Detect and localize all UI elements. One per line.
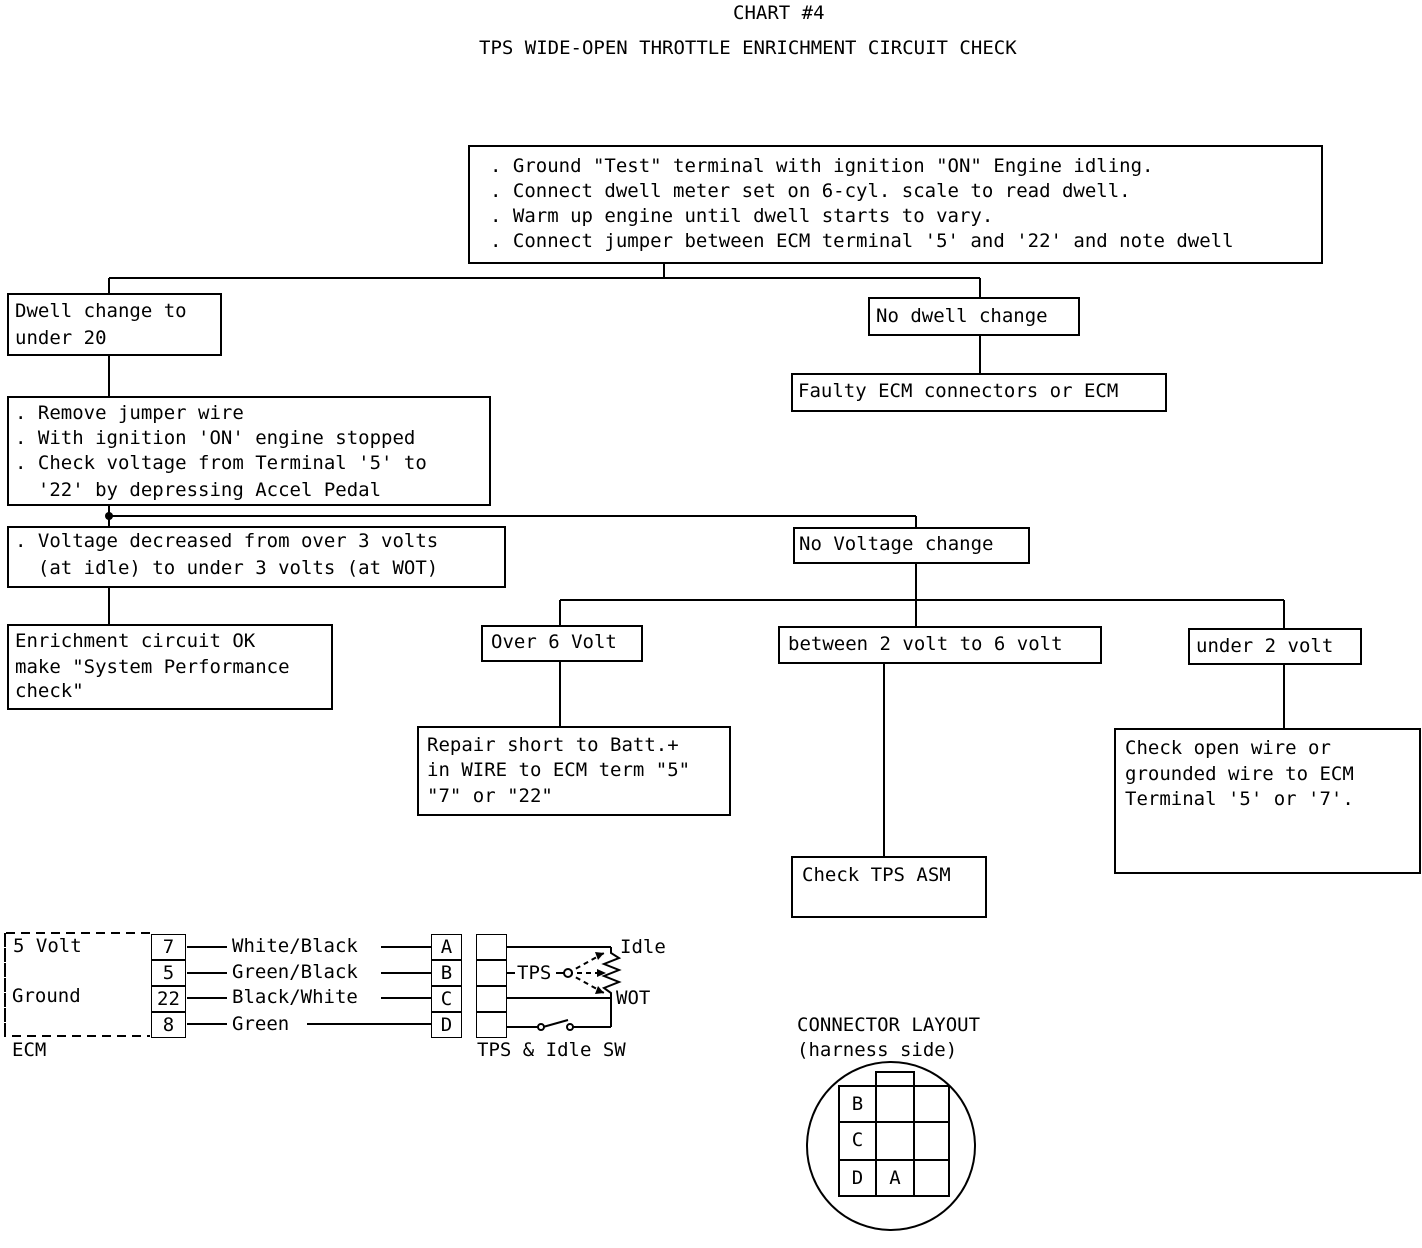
ecm-pin-8: 8 [151, 1012, 186, 1038]
connector-cell-r1c2 [875, 1085, 915, 1123]
repair-short-line-3: "7" or "22" [427, 785, 553, 807]
wot-label: WOT [616, 987, 651, 1009]
enrichment-ok-box: Enrichment circuit OK make "System Perfo… [7, 624, 333, 710]
connector-cell-r2c2 [875, 1121, 915, 1161]
no-dwell-change-text: No dwell change [876, 305, 1048, 327]
ecm-label: ECM [12, 1039, 47, 1061]
tps-idle-sw-label: TPS & Idle SW [477, 1039, 626, 1061]
wire-green: Green [232, 1013, 290, 1035]
no-voltage-change-box: No Voltage change [793, 527, 1030, 564]
ecm-pin-5: 5 [151, 960, 186, 986]
connector-layout-subtitle: (harness side) [797, 1039, 958, 1061]
five-volt-label: 5 Volt [13, 935, 82, 957]
ground-label: Ground [12, 985, 81, 1007]
remove-jumper-line-4: '22' by depressing Accel Pedal [15, 479, 382, 501]
enrichment-ok-line-1: Enrichment circuit OK [15, 630, 256, 652]
check-tps-box: Check TPS ASM [791, 856, 987, 918]
remove-jumper-line-1: . Remove jumper wire [15, 402, 244, 424]
tps-connector-slot-3 [476, 986, 507, 1012]
over-6-volt-text: Over 6 Volt [491, 631, 617, 653]
check-tps-text: Check TPS ASM [802, 864, 951, 886]
dwell-change-line-2: under 20 [15, 327, 107, 349]
dwell-change-line-1: Dwell change to [15, 300, 187, 322]
check-open-line-2: grounded wire to ECM [1125, 763, 1354, 785]
connector-cell-d: D [838, 1159, 877, 1197]
repair-short-line-2: in WIRE to ECM term "5" [427, 759, 691, 781]
between-2-6-volt-box: between 2 volt to 6 volt [778, 626, 1102, 664]
remove-jumper-line-3: . Check voltage from Terminal '5' to [15, 452, 427, 474]
voltage-decreased-line-1: . Voltage decreased from over 3 volts [15, 530, 439, 552]
wire-green-black: Green/Black [232, 961, 358, 983]
under-2-volt-box: under 2 volt [1188, 628, 1362, 665]
start-line-4: . Connect jumper between ECM terminal '5… [490, 230, 1234, 252]
tps-connector-slot-1 [476, 934, 507, 960]
terminal-c: C [431, 986, 462, 1012]
check-open-line-1: Check open wire or [1125, 737, 1331, 759]
chart-number: CHART #4 [733, 2, 825, 24]
check-open-line-3: Terminal '5' or '7'. [1125, 788, 1354, 810]
connector-cell-c: C [838, 1121, 877, 1161]
voltage-decreased-line-2: (at idle) to under 3 volts (at WOT) [15, 557, 439, 579]
faulty-ecm-box: Faulty ECM connectors or ECM [791, 373, 1167, 412]
terminal-d: D [431, 1012, 462, 1038]
connector-cell-r1c3 [913, 1085, 950, 1123]
enrichment-ok-line-3: check" [15, 680, 84, 702]
enrichment-ok-line-2: make "System Performance [15, 656, 290, 678]
faulty-ecm-text: Faulty ECM connectors or ECM [798, 380, 1119, 402]
start-line-1: . Ground "Test" terminal with ignition "… [490, 155, 1154, 177]
dwell-change-box: Dwell change to under 20 [7, 293, 222, 356]
start-line-2: . Connect dwell meter set on 6-cyl. scal… [490, 180, 1131, 202]
connector-layout-title: CONNECTOR LAYOUT [797, 1014, 981, 1036]
no-voltage-change-text: No Voltage change [799, 533, 994, 555]
check-open-wire-box: Check open wire or grounded wire to ECM … [1114, 728, 1421, 874]
connector-cell-r3c3 [913, 1159, 950, 1197]
tps-connector-slot-2 [476, 960, 507, 986]
connector-cell-a: A [875, 1159, 915, 1197]
terminal-b: B [431, 960, 462, 986]
remove-jumper-line-2: . With ignition 'ON' engine stopped [15, 427, 416, 449]
under-2-volt-text: under 2 volt [1196, 635, 1334, 657]
wire-black-white: Black/White [232, 986, 358, 1008]
connector-cell-b: B [838, 1085, 877, 1123]
over-6-volt-box: Over 6 Volt [481, 625, 643, 662]
tps-connector-slot-4 [476, 1012, 507, 1038]
ecm-pin-7: 7 [151, 934, 186, 960]
terminal-a: A [431, 934, 462, 960]
remove-jumper-box: . Remove jumper wire . With ignition 'ON… [7, 396, 491, 506]
start-line-3: . Warm up engine until dwell starts to v… [490, 205, 994, 227]
wire-white-black: White/Black [232, 935, 358, 957]
tps-label: TPS [517, 962, 552, 984]
idle-label: Idle [620, 936, 666, 958]
repair-short-line-1: Repair short to Batt.+ [427, 734, 679, 756]
voltage-decreased-box: . Voltage decreased from over 3 volts (a… [7, 526, 506, 588]
repair-short-box: Repair short to Batt.+ in WIRE to ECM te… [417, 726, 731, 816]
start-instructions-box: . Ground "Test" terminal with ignition "… [468, 145, 1323, 264]
connector-cell-r2c3 [913, 1121, 950, 1161]
between-2-6-volt-text: between 2 volt to 6 volt [788, 633, 1063, 655]
no-dwell-change-box: No dwell change [868, 297, 1080, 336]
page-title: TPS WIDE-OPEN THROTTLE ENRICHMENT CIRCUI… [479, 37, 1017, 59]
ecm-pin-22: 22 [151, 986, 186, 1012]
